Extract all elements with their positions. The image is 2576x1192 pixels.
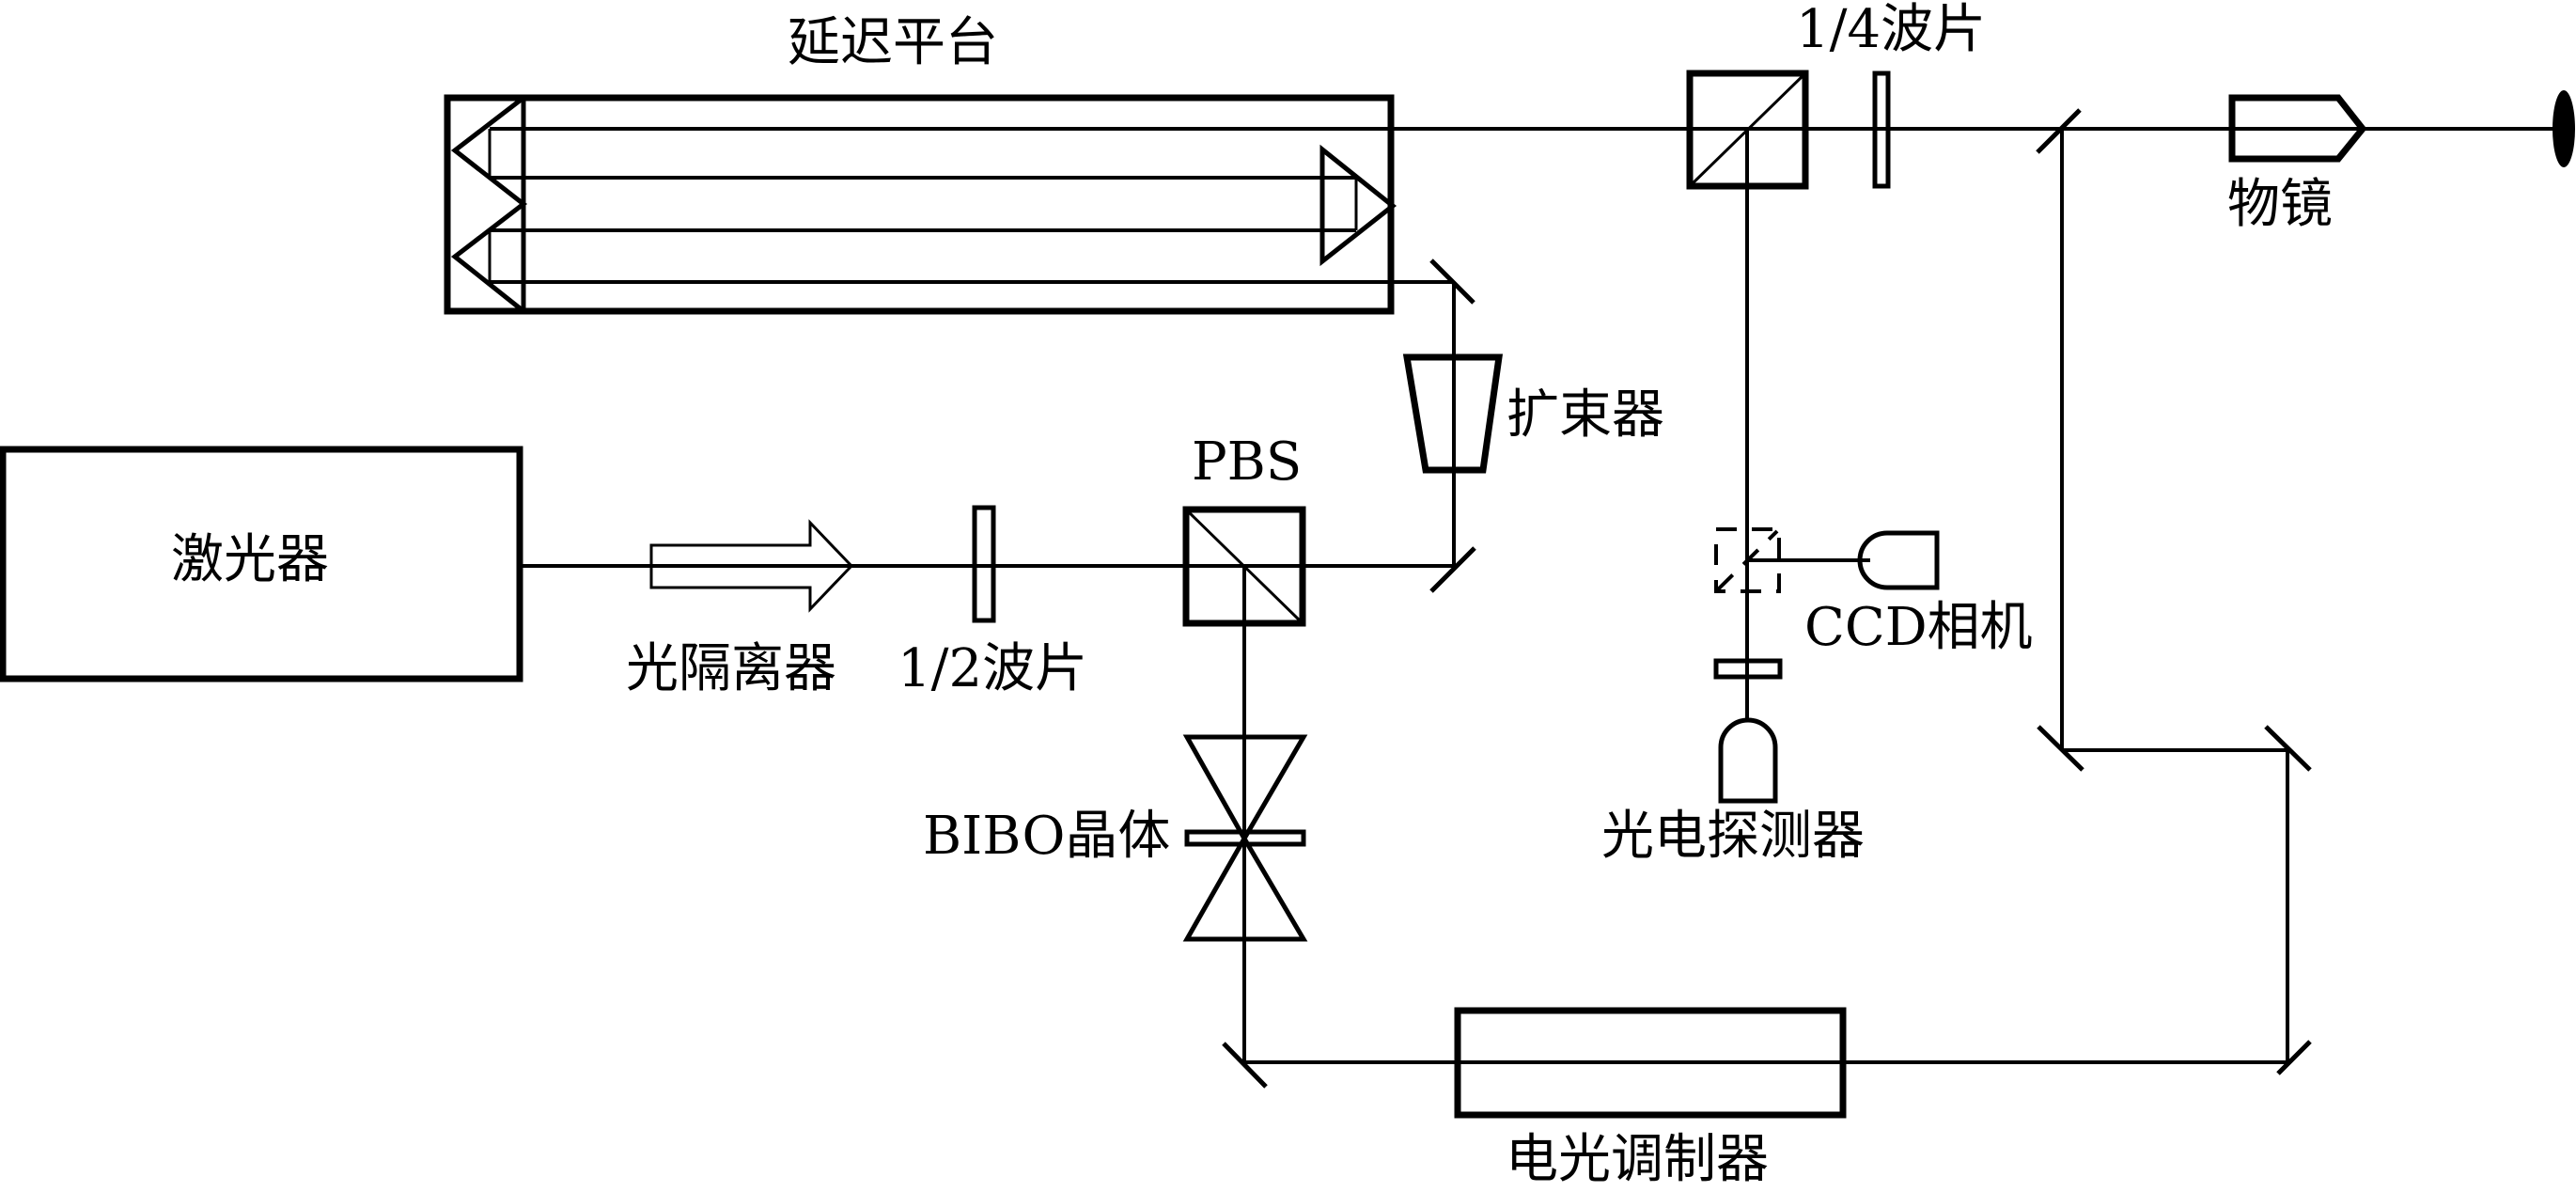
half-wave-plate-label: 1/2波片: [898, 638, 1088, 699]
mirror-upper-right: [2264, 725, 2312, 772]
objective-lens: [2228, 94, 2367, 163]
photodetector-label: 光电探测器: [1601, 806, 1865, 867]
eo-modulator-box: [1454, 1007, 1847, 1119]
objective-label: 物镜: [2227, 174, 2333, 235]
beam-expander: [1402, 353, 1504, 474]
bibo-crystal-slab: [1184, 829, 1306, 847]
mirror-lower-right: [2276, 1040, 2312, 1075]
ccd-camera: [1857, 530, 1940, 590]
retroreflector-right: [1319, 144, 1397, 267]
sample: [2553, 90, 2575, 167]
optical-isolator-arrow: [649, 519, 854, 613]
retroreflector-left: [450, 96, 528, 313]
optical-isolator-label: 光隔离器: [626, 638, 836, 699]
mirror-to-delay-stage: [1429, 259, 1475, 305]
pbs-cube: [1182, 506, 1306, 627]
photodetector: [1718, 717, 1778, 804]
half-wave-plate: [972, 505, 996, 623]
quarter-wave-plate: [1872, 71, 1891, 189]
filter: [1713, 658, 1783, 680]
focusing-cone-upper: [1182, 734, 1308, 844]
beam-splitter-cube: [1686, 70, 1809, 190]
mirror-pbs-to-expander: [1429, 546, 1476, 593]
pbs-label: PBS: [1192, 431, 1303, 493]
mirror-upper-left: [2037, 725, 2084, 772]
beam-paths: [488, 127, 2558, 1064]
laser-box: [0, 446, 523, 682]
quarter-wave-plate-label: 1/4波片: [1796, 0, 1987, 60]
beam-expander-label: 扩束器: [1507, 384, 1664, 446]
ccd-camera-label: CCD相机: [1804, 597, 2033, 658]
beam-splitter-diagonal: [1688, 71, 1807, 188]
mirror-main-beam: [2036, 108, 2082, 154]
flip-beam-splitter: [1714, 527, 1781, 593]
laser-label: 激光器: [171, 529, 329, 590]
focusing-cone-lower: [1182, 834, 1308, 942]
flip-beam-splitter-diagonal: [1716, 529, 1779, 591]
pbs-diagonal: [1184, 508, 1304, 625]
eo-modulator-label: 电光调制器: [1506, 1129, 1769, 1190]
bibo-crystal-label: BIBO晶体: [923, 806, 1171, 867]
mirror-lower-left: [1222, 1042, 1268, 1089]
delay-stage-label: 延迟平台: [788, 12, 998, 73]
